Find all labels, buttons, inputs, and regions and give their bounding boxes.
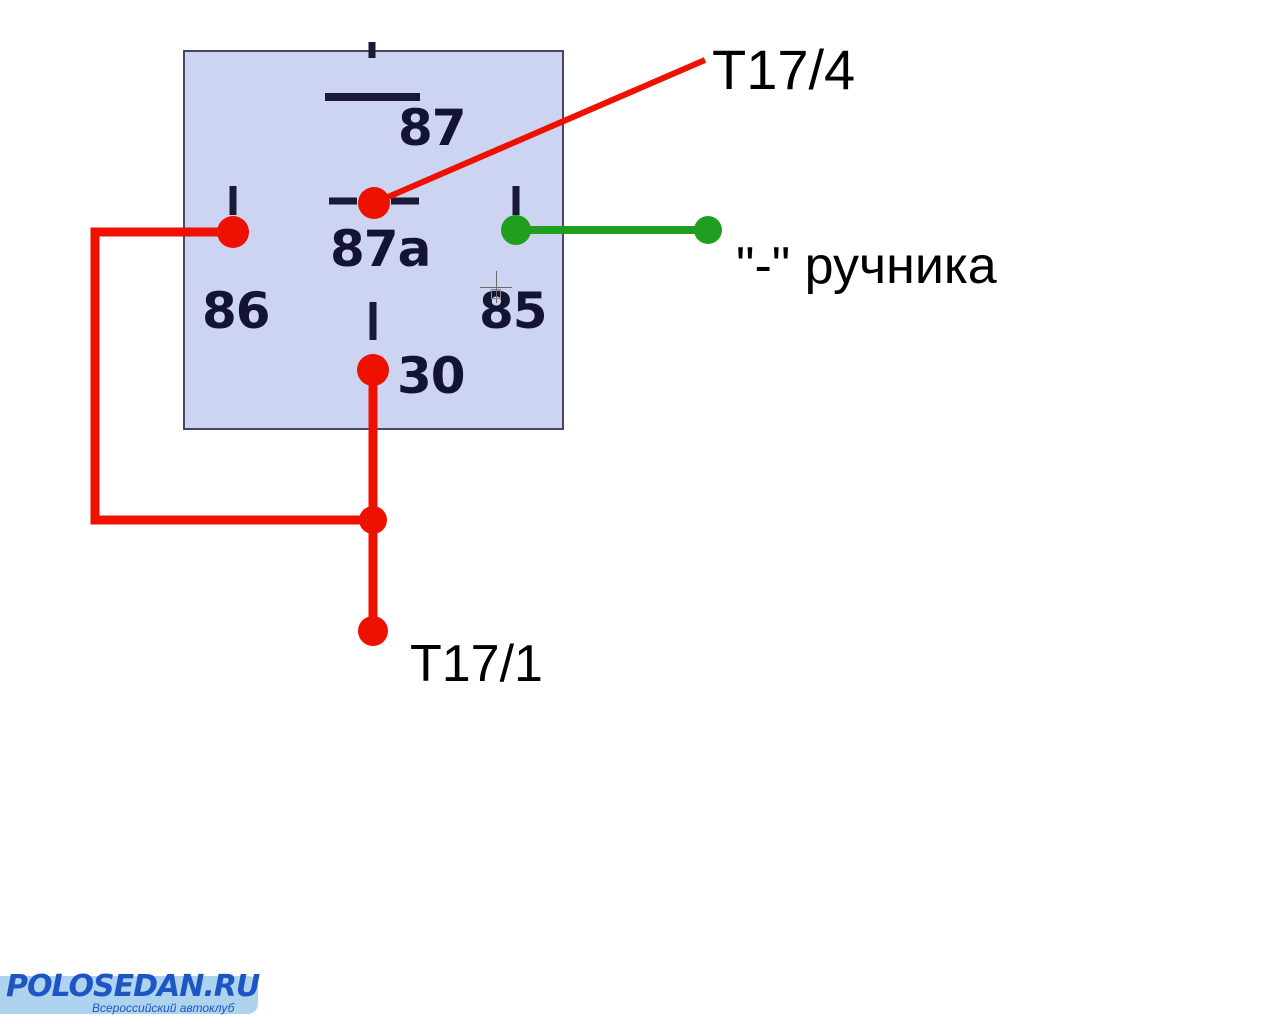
cursor-crosshair-vertical — [496, 271, 497, 303]
logo-background-bar — [0, 976, 258, 1014]
logo-wordmark: POLOSEDAN.RU — [6, 969, 260, 1004]
pin-label-86: 86 — [202, 282, 271, 340]
dot-junction — [359, 506, 387, 534]
pin-label-85: 85 — [479, 282, 548, 340]
dot-green-end — [694, 216, 722, 244]
pin-label-87: 87 — [398, 99, 467, 157]
dot-t17-1-end — [358, 616, 388, 646]
label-t17-1: T17/1 — [410, 635, 543, 693]
label-t17-4: T17/4 — [712, 38, 856, 101]
pin-label-30: 30 — [397, 347, 466, 405]
logo-tagline: Всероссийский автоклуб — [92, 1001, 235, 1015]
cursor-crosshair-box — [491, 289, 501, 299]
pin-label-87a: 87a — [330, 220, 431, 278]
label-minus-ruchnika: "-" ручника — [736, 237, 997, 295]
